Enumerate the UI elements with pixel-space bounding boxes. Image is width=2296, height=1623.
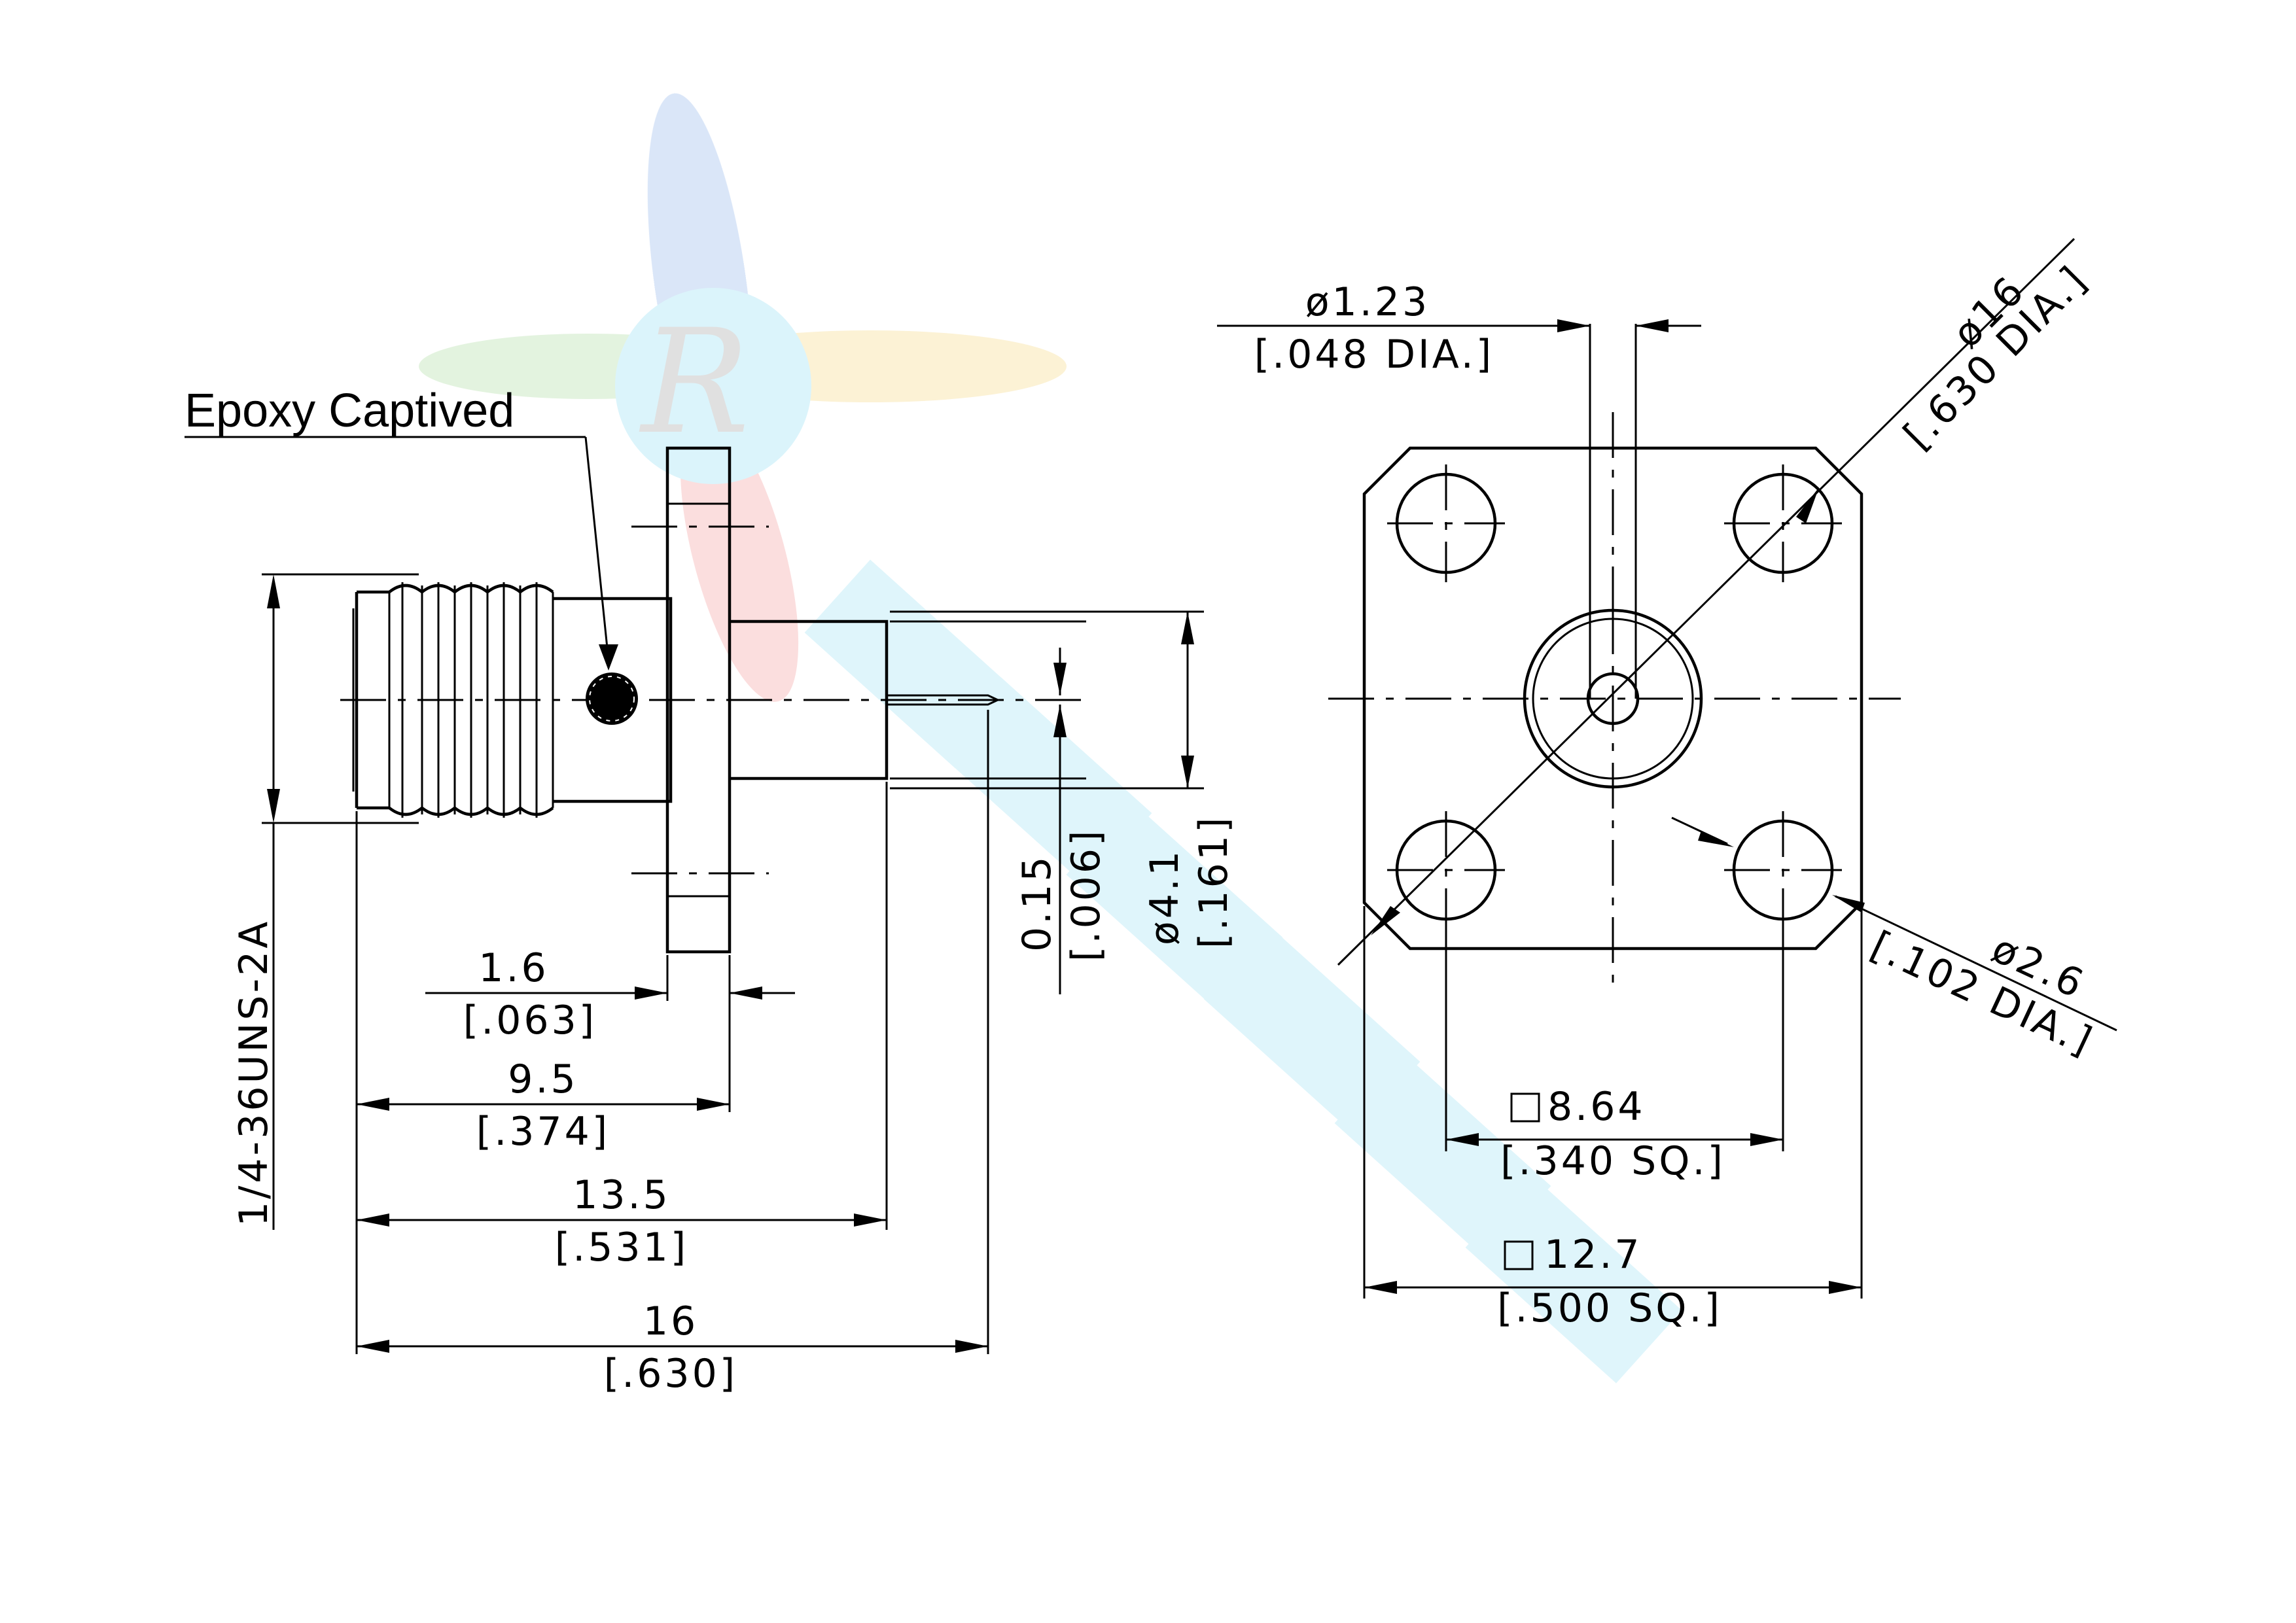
thread-dimension: 1/4-36UNS-2A [231, 573, 419, 1230]
dim-body-length-in: [.531] [555, 1225, 688, 1270]
thread-section [352, 582, 673, 818]
dim-flange-size-mm: 12.7 [1544, 1232, 1642, 1278]
dim-flange-thk-in: [.063] [463, 998, 597, 1043]
watermark-text [804, 559, 1682, 1384]
dim-pin-ext-mm: 0.15 [1014, 854, 1060, 952]
dim-to-flange: 9.5 [.374] [357, 1056, 730, 1155]
dim-flange-size: 12.7 [.500 SQ.] [1363, 906, 1863, 1331]
thread-spec: 1/4-36UNS-2A [231, 919, 277, 1227]
dim-hole-spacing-in: [.340 SQ.] [1500, 1138, 1725, 1184]
dim-hole-spacing: 8.64 [.340 SQ.] [1445, 929, 1784, 1184]
square-symbol-2 [1504, 1240, 1534, 1270]
dim-body-length-mm: 13.5 [573, 1172, 671, 1218]
dim-hole-diameter: ø2.6 [.102 DIA.] [1671, 816, 2117, 1065]
dim-flange-size-in: [.500 SQ.] [1497, 1285, 1722, 1331]
square-symbol [1510, 1092, 1540, 1123]
dim-to-flange-in: [.374] [476, 1109, 610, 1155]
dim-overall-in: [.630] [604, 1351, 737, 1397]
dim-overall-length: 16 [.630] [357, 1299, 988, 1397]
dim-body-dia-in: [.161] [1191, 815, 1237, 949]
dim-pin-diameter: ø1.23 [.048 DIA.] [1217, 279, 1701, 377]
watermark-logo: R [419, 93, 1067, 702]
dim-hole-spacing-mm: 8.64 [1547, 1084, 1646, 1130]
dim-body-length: 13.5 [.531] [357, 1172, 887, 1270]
dim-pin-extension: 0.15 [.006] [890, 620, 1109, 994]
dim-body-dia-mm: ø4.1 [1142, 848, 1188, 945]
dim-flange-thickness: 1.6 [.063] [425, 945, 795, 1043]
svg-text:R: R [639, 298, 750, 466]
dim-body-diameter: ø4.1 [.161] [890, 610, 1237, 949]
epoxy-leader [584, 436, 610, 661]
dim-flange-thk-mm: 1.6 [478, 945, 548, 991]
dim-pin-dia-in: [.048 DIA.] [1254, 332, 1494, 377]
dim-to-flange-mm: 9.5 [508, 1056, 578, 1102]
dim-overall-mm: 16 [643, 1299, 698, 1344]
center-pin [887, 694, 1000, 706]
dim-pin-ext-in: [.006] [1063, 828, 1109, 962]
front-flange-outline [1362, 446, 1863, 951]
flange [631, 446, 769, 954]
epoxy-label: Epoxy Captived [185, 385, 514, 437]
epoxy-dot [586, 672, 638, 725]
side-view [340, 446, 1086, 954]
front-view [1328, 324, 1901, 988]
dim-pin-dia-mm: ø1.23 [1305, 279, 1430, 325]
